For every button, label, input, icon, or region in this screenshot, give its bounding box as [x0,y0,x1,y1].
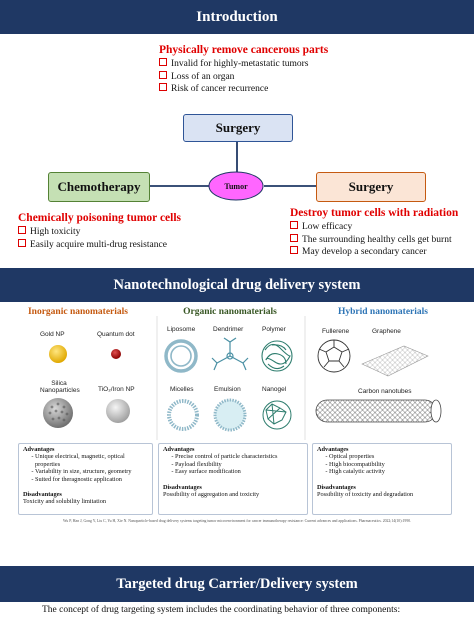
hybrid-panel: Advantages Optical properties High bioco… [312,443,452,515]
list-item: High toxicity [18,226,167,239]
targeted-paragraph: The concept of drug targeting system inc… [42,605,401,615]
nanogel-label: Nanogel [262,386,287,393]
chemo-list: High toxicity Easily acquire multi-drug … [18,226,167,251]
nano-banner: Nanotechnological drug delivery system [0,268,474,302]
organic-panel: Advantages Precise control of particle c… [158,443,308,515]
carbon-nanotube-icon [315,399,442,423]
list-item: Low efficacy [290,221,452,234]
checkbox-icon [18,226,26,234]
gold-np-icon [49,345,67,363]
checkbox-icon [159,83,167,91]
dendrimer-label: Dendrimer [213,326,244,333]
organic-title: Organic nanomaterials [183,307,277,317]
list-item: Loss of an organ [159,70,308,84]
surgery-list: Invalid for highly-metastatic tumors Los… [159,58,308,96]
list-item: The surrounding healthy cells get burnt [290,233,452,247]
list-item: Invalid for highly-metastatic tumors [159,58,308,71]
quantum-dot-label: Quantum dot [97,331,135,338]
fullerene-icon [317,339,351,373]
tio2-np-icon [106,399,130,423]
nanogel-icon [262,400,292,430]
inorganic-title: Inorganic nanomaterials [27,307,128,317]
list-item: May develop a secondary cancer [290,246,452,259]
carbon-nanotubes-label: Carbon nanotubes [358,388,412,395]
silica-np-icon [43,398,73,428]
checkbox-icon [290,233,298,242]
surgery-right-box: Surgery [316,172,426,202]
list-item: Easily acquire multi-drug resistance [18,238,167,252]
silica-label: Silica Nanoparticles [40,380,80,394]
chemo-heading: Chemically poisoning tumor cells [18,212,182,224]
checkbox-icon [290,246,298,254]
checkbox-icon [18,238,26,247]
quantum-dot-icon [111,349,121,359]
gold-np-label: Gold NP [40,331,65,338]
emulsion-label: Emulsion [214,386,241,393]
liposome-label: Liposome [167,326,196,333]
intro-banner: Introduction [0,0,474,34]
emulsion-icon [213,398,247,432]
radiation-heading: Destroy tumor cells with radiation [290,207,459,219]
reference-citation: Wu P, Han J, Gong Y, Liu C, Yu H, Xie N.… [62,519,412,523]
polymer-icon [261,340,293,372]
tio2-label: TiO₂/Iron NP [98,386,135,393]
list-item: Risk of cancer recurrence [159,83,308,96]
polymer-label: Polymer [262,326,286,333]
tumor-label: Tumor [224,182,248,191]
chemotherapy-box: Chemotherapy [48,172,150,202]
checkbox-icon [159,58,167,66]
dendrimer-icon [211,337,249,371]
targeted-banner: Targeted drug Carrier/Delivery system [0,566,474,602]
micelles-label: Micelles [170,386,194,393]
radiation-list: Low efficacy The surrounding healthy cel… [290,221,452,259]
fullerene-label: Fullerene [322,328,350,335]
tumor-circle [208,171,264,201]
checkbox-icon [290,221,298,229]
liposome-icon [164,339,198,373]
graphene-label: Graphene [372,328,401,335]
surgery-top-box: Surgery [183,114,293,142]
checkbox-icon [159,70,167,79]
hybrid-title: Hybrid nanomaterials [338,307,428,317]
inorganic-panel: Advantages Unique electrical, magnetic, … [18,443,153,515]
micelles-icon [167,399,199,431]
graphene-icon [361,345,429,377]
surgery-heading: Physically remove cancerous parts [159,44,329,56]
